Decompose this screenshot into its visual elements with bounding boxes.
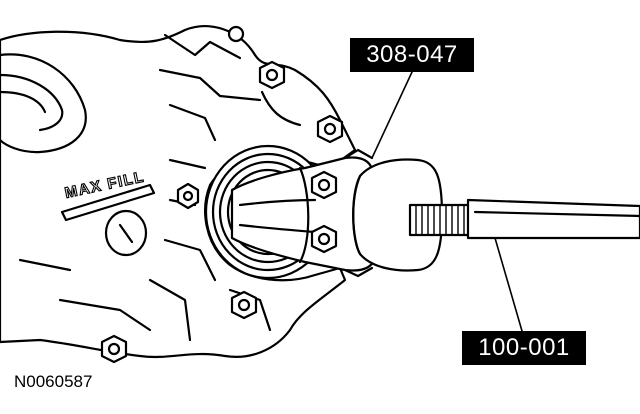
- handle-tube: [466, 198, 640, 240]
- housing-bolt: [227, 25, 245, 43]
- emblem-stripe: [0, 73, 64, 132]
- handle-bell-rim: [352, 174, 362, 256]
- housing-rib: [260, 90, 302, 127]
- fill-plug-slot: [118, 223, 134, 244]
- housing-rib: [163, 238, 217, 282]
- installer-nut: [310, 170, 338, 200]
- leader-line-100-001: [494, 237, 523, 332]
- shaft-threads: [415, 204, 465, 236]
- housing-rib: [168, 158, 207, 170]
- callout-label-308-047: 308-047: [350, 38, 474, 72]
- housing-rib: [158, 68, 262, 102]
- handle-tube-highlight: [473, 210, 640, 218]
- installer-edge: [298, 166, 310, 264]
- housing-emblem: [0, 53, 87, 154]
- housing-rib: [168, 103, 217, 142]
- fill-slot: [60, 183, 156, 222]
- installer-bracket: [343, 266, 374, 278]
- housing-bolt: [258, 60, 286, 90]
- callout-label-100-001: 100-001: [462, 331, 586, 365]
- leader-line-308-047: [371, 71, 413, 159]
- housing-bolt: [316, 114, 344, 144]
- housing-rib: [148, 278, 192, 342]
- installer-bracket: [343, 148, 374, 160]
- housing-bolt: [100, 334, 128, 364]
- housing-bolt: [176, 182, 200, 210]
- housing-rib: [163, 33, 242, 60]
- housing-bolt: [230, 290, 258, 320]
- emblem-stripe: [0, 90, 47, 114]
- figure-id: N0060587: [14, 372, 93, 391]
- housing-rib: [18, 258, 72, 272]
- housing-rib: [58, 298, 152, 332]
- installer-nut: [310, 224, 338, 254]
